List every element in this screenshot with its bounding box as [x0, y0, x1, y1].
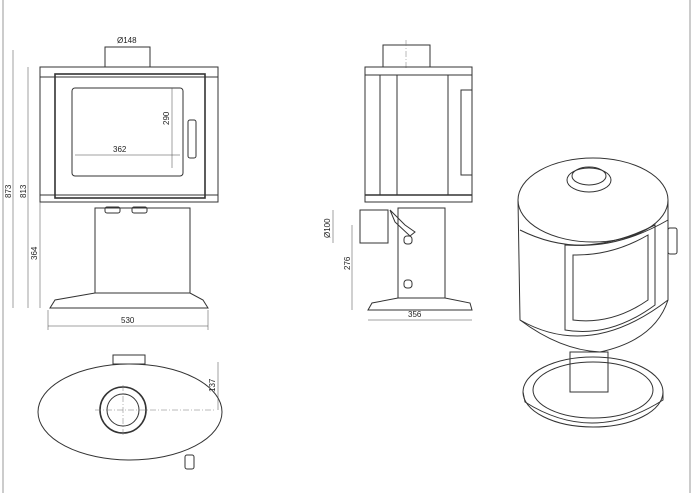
dim-rear-outlet-diameter: Ø100 [323, 218, 332, 238]
dim-total-height: 873 [4, 184, 13, 198]
dim-pedestal-height: 364 [30, 246, 39, 260]
dim-depth: 356 [408, 310, 422, 319]
dim-glass-width: 362 [113, 145, 127, 154]
dim-glass-height: 290 [162, 111, 171, 125]
dim-body-height: 813 [19, 184, 28, 198]
top-view: 137 [37, 354, 223, 470]
door-handle [187, 119, 197, 159]
side-view: Ø100 276 356 [323, 40, 473, 321]
isometric-view [517, 157, 678, 428]
dim-flue-diameter: Ø148 [117, 36, 137, 45]
dim-rear-outlet-height: 276 [343, 256, 352, 270]
dim-base-width: 530 [121, 316, 135, 325]
door-handle [184, 454, 195, 470]
front-view: Ø148 362 290 873 813 364 530 [4, 36, 219, 330]
dim-flue-offset: 137 [208, 378, 217, 392]
